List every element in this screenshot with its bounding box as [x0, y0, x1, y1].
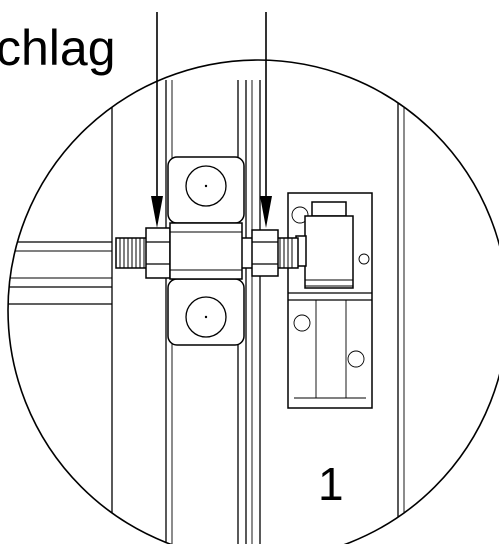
- bolt-clamp-assembly: [115, 156, 299, 346]
- horizontal-rail: [8, 241, 112, 305]
- down-arrow-icon: [151, 12, 163, 228]
- thread-hatching: [119, 238, 293, 268]
- bracket-plate: [287, 192, 373, 409]
- detail-circle: [7, 59, 499, 544]
- callout-label: 1: [318, 458, 344, 510]
- down-arrow-icon: [260, 12, 272, 228]
- heading-text: chlag: [0, 20, 116, 76]
- detail-view-contents: [8, 80, 405, 544]
- vertical-frame-profile: [111, 80, 405, 544]
